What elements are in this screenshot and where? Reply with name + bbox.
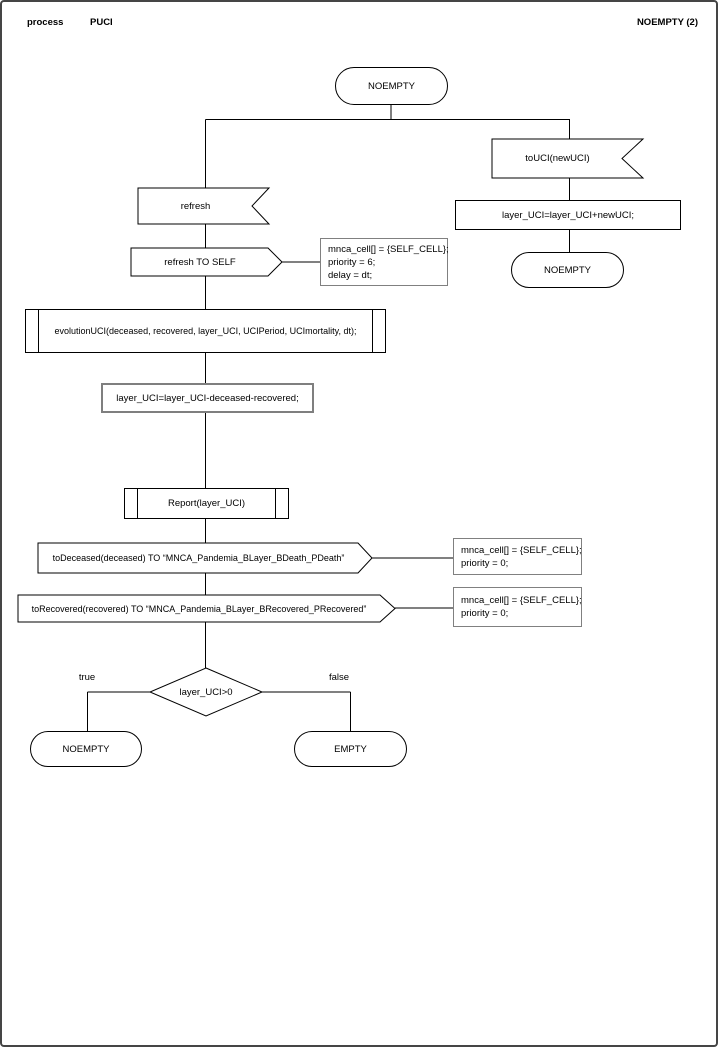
procedure-evolutionUCI-label: evolutionUCI(deceased, recovered, layer_… xyxy=(54,326,357,336)
comment-toDeceased-line-2: priority = 0; xyxy=(461,557,509,569)
process-name: PUCI xyxy=(90,17,113,28)
decision-layer-uci xyxy=(148,667,264,717)
state-noempty-right-label: NOEMPTY xyxy=(544,264,591,276)
signal-output-refresh-to-self xyxy=(130,247,283,277)
comment-refresh-line-1: mnca_cell[] = {SELF_CELL}; xyxy=(328,243,449,255)
procedure-report-label: Report(layer_UCI) xyxy=(167,498,246,509)
state-noempty-top: NOEMPTY xyxy=(335,67,448,105)
comment-refresh-line-2: priority = 6; xyxy=(328,256,376,268)
state-noempty-top-label: NOEMPTY xyxy=(368,80,415,92)
connector-lines xyxy=(87,105,570,731)
task-layer-uci-add: layer_UCI=layer_UCI+newUCI; xyxy=(455,200,681,230)
comment-refresh-line-3: delay = dt; xyxy=(328,269,373,281)
procedure-left-bar xyxy=(38,309,39,353)
comment-toRecovered-line-1: mnca_cell[] = {SELF_CELL}; xyxy=(461,595,582,606)
state-noempty-bottom-label: NOEMPTY xyxy=(62,743,110,755)
procedure-left-bar xyxy=(137,488,138,519)
comment-toRecovered-params: mnca_cell[] = {SELF_CELL}; priority = 0; xyxy=(453,587,582,627)
task-layer-uci-add-label: layer_UCI=layer_UCI+newUCI; xyxy=(502,209,634,221)
comment-refresh-params: mnca_cell[] = {SELF_CELL}; priority = 6;… xyxy=(320,238,449,286)
state-empty-bottom-label: EMPTY xyxy=(334,743,367,755)
procedure-right-bar xyxy=(275,488,276,519)
state-noempty-bottom: NOEMPTY xyxy=(30,731,142,767)
signal-output-toRecovered xyxy=(17,594,396,623)
procedure-evolutionUCI: evolutionUCI(deceased, recovered, layer_… xyxy=(25,309,386,353)
signal-input-refresh xyxy=(137,187,271,225)
state-noempty-right: NOEMPTY xyxy=(511,252,624,288)
signal-input-toUCI xyxy=(491,138,645,179)
page-title: NOEMPTY (2) xyxy=(636,17,698,28)
signal-output-toDeceased xyxy=(37,542,373,574)
procedure-right-bar xyxy=(372,309,373,353)
comment-toDeceased-line-1: mnca_cell[] = {SELF_CELL}; xyxy=(461,544,582,556)
comment-toRecovered-line-2: priority = 0; xyxy=(461,608,509,619)
state-empty-bottom: EMPTY xyxy=(294,731,407,767)
task-layer-uci-update-label: layer_UCI=layer_UCI-deceased-recovered; xyxy=(116,392,299,404)
comment-toDeceased-params: mnca_cell[] = {SELF_CELL}; priority = 0; xyxy=(453,538,582,575)
task-layer-uci-update: layer_UCI=layer_UCI-deceased-recovered; xyxy=(101,383,314,413)
procedure-report: Report(layer_UCI) xyxy=(124,488,289,519)
process-kind-label: process xyxy=(27,17,64,28)
